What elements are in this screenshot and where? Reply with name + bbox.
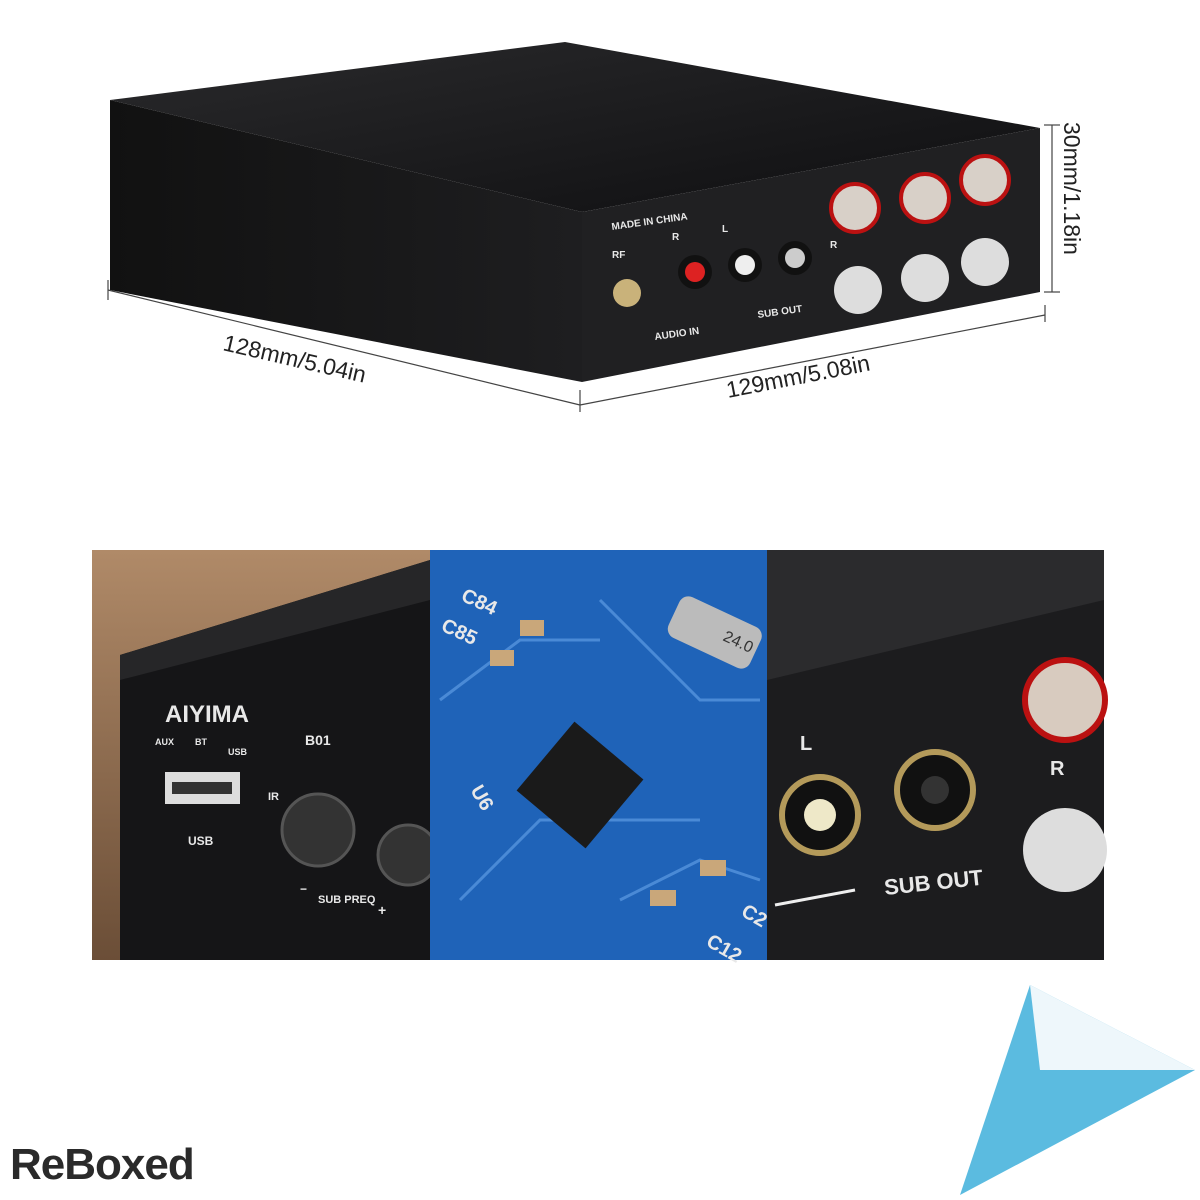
height-dimension: 30mm/1.18in (1059, 122, 1085, 255)
usb-label: USB (188, 834, 214, 848)
crystal (667, 596, 762, 669)
front-panel-photo: AIYIMA B01 AUX BT USB USB IR − SUB PREQ … (92, 550, 440, 960)
rf-label: RF (612, 250, 625, 261)
depth-dimension: 128mm/5.04in (221, 330, 369, 388)
indicator-aux: AUX (155, 737, 174, 747)
dimension-lines (107, 124, 1060, 412)
plus-label: + (378, 902, 386, 918)
minus-label: − (300, 882, 307, 896)
amplifier-box: MADE IN CHINA RF R L AUDIO IN SUB OUT R (110, 42, 1040, 382)
sub-preq-label: SUB PREQ (318, 894, 376, 906)
closeup-r-label: R (1050, 758, 1065, 780)
chip (516, 721, 644, 849)
r-label: R (672, 232, 680, 243)
rf-connector (613, 279, 641, 307)
l-label: L (722, 224, 728, 235)
reboxed-logo: ReBoxed (10, 1140, 195, 1189)
ir-label: IR (268, 791, 279, 803)
indicator-usb: USB (228, 747, 248, 757)
width-dimension: 129mm/5.08in (724, 350, 872, 403)
indicator-bt: BT (195, 737, 207, 747)
speaker-terminals (829, 154, 1011, 314)
page-curl-icon (960, 985, 1195, 1195)
page-curl-fold (1030, 985, 1195, 1070)
sub-freq-knob (280, 792, 356, 868)
box-side-face (110, 100, 582, 382)
model-label: B01 (305, 732, 331, 748)
speaker-r-label: R (830, 240, 838, 251)
box-top-face (110, 42, 1040, 212)
rear-closeup-photo: L R SUB OUT (767, 550, 1108, 960)
closeup-l-label: L (800, 733, 812, 755)
brand-logo: AIYIMA (165, 701, 249, 728)
pcb-photo: C84 C85 U6 24.0 C2 C12 (430, 550, 771, 968)
